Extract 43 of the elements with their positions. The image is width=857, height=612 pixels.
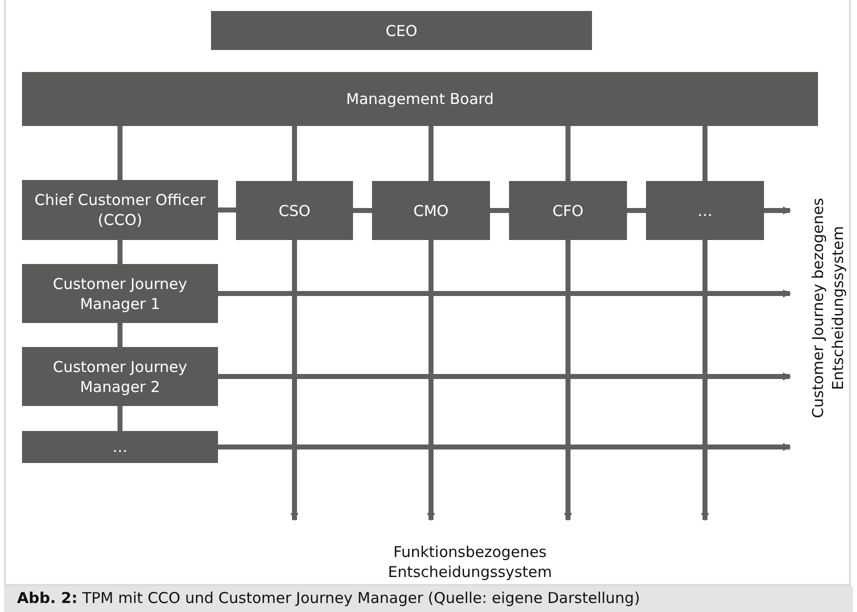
connector-line: [218, 208, 236, 212]
role-box: [22, 264, 218, 323]
arrow: [564, 240, 572, 521]
role-box: [211, 11, 592, 50]
role-box: [22, 347, 218, 406]
role-label: CSO: [278, 200, 310, 220]
connector-line: [118, 323, 122, 347]
role-box: [236, 181, 353, 240]
axis-label: Funktionsbezogenes Entscheidungssystem: [387, 542, 553, 582]
connector-line: [627, 208, 646, 213]
role-box: [372, 181, 490, 240]
connector-line: [702, 126, 708, 181]
role-box: [509, 181, 627, 240]
connector-line: [353, 208, 372, 213]
connector-line: [490, 208, 509, 213]
role-label: Customer Journey Manager 2: [52, 356, 188, 396]
arrow: [764, 206, 791, 214]
connector-line: [292, 126, 297, 181]
connector-line: [566, 126, 570, 181]
axis-label: Customer Journey bezogenes Entscheidungssystem: [808, 196, 848, 420]
figure-caption: Abb. 2: TPM mit CCO und Customer Journey Manager (Quelle: eigene Darstellung): [4, 586, 853, 612]
role-label: Chief Customer Officer (CCO): [33, 190, 206, 230]
role-box: [646, 181, 764, 240]
connector-line: [118, 406, 122, 431]
role-box: [22, 180, 218, 240]
connector-line: [118, 240, 122, 264]
arrow: [290, 240, 298, 521]
role-label: CFO: [552, 200, 584, 220]
arrow: [427, 240, 435, 521]
arrow: [701, 240, 709, 521]
role-label: CMO: [413, 200, 449, 220]
connector-line: [118, 126, 122, 180]
role-label: Customer Journey Manager 1: [52, 274, 188, 314]
arrow: [218, 372, 791, 380]
arrow: [218, 290, 791, 298]
arrow: [218, 443, 791, 451]
role-label: Management Board: [346, 89, 494, 109]
role-box: [22, 431, 218, 463]
connector-line: [428, 126, 434, 181]
role-box: [22, 72, 818, 126]
role-label: …: [698, 200, 712, 220]
role-label: CEO: [386, 20, 418, 40]
role-label: …: [112, 437, 128, 457]
